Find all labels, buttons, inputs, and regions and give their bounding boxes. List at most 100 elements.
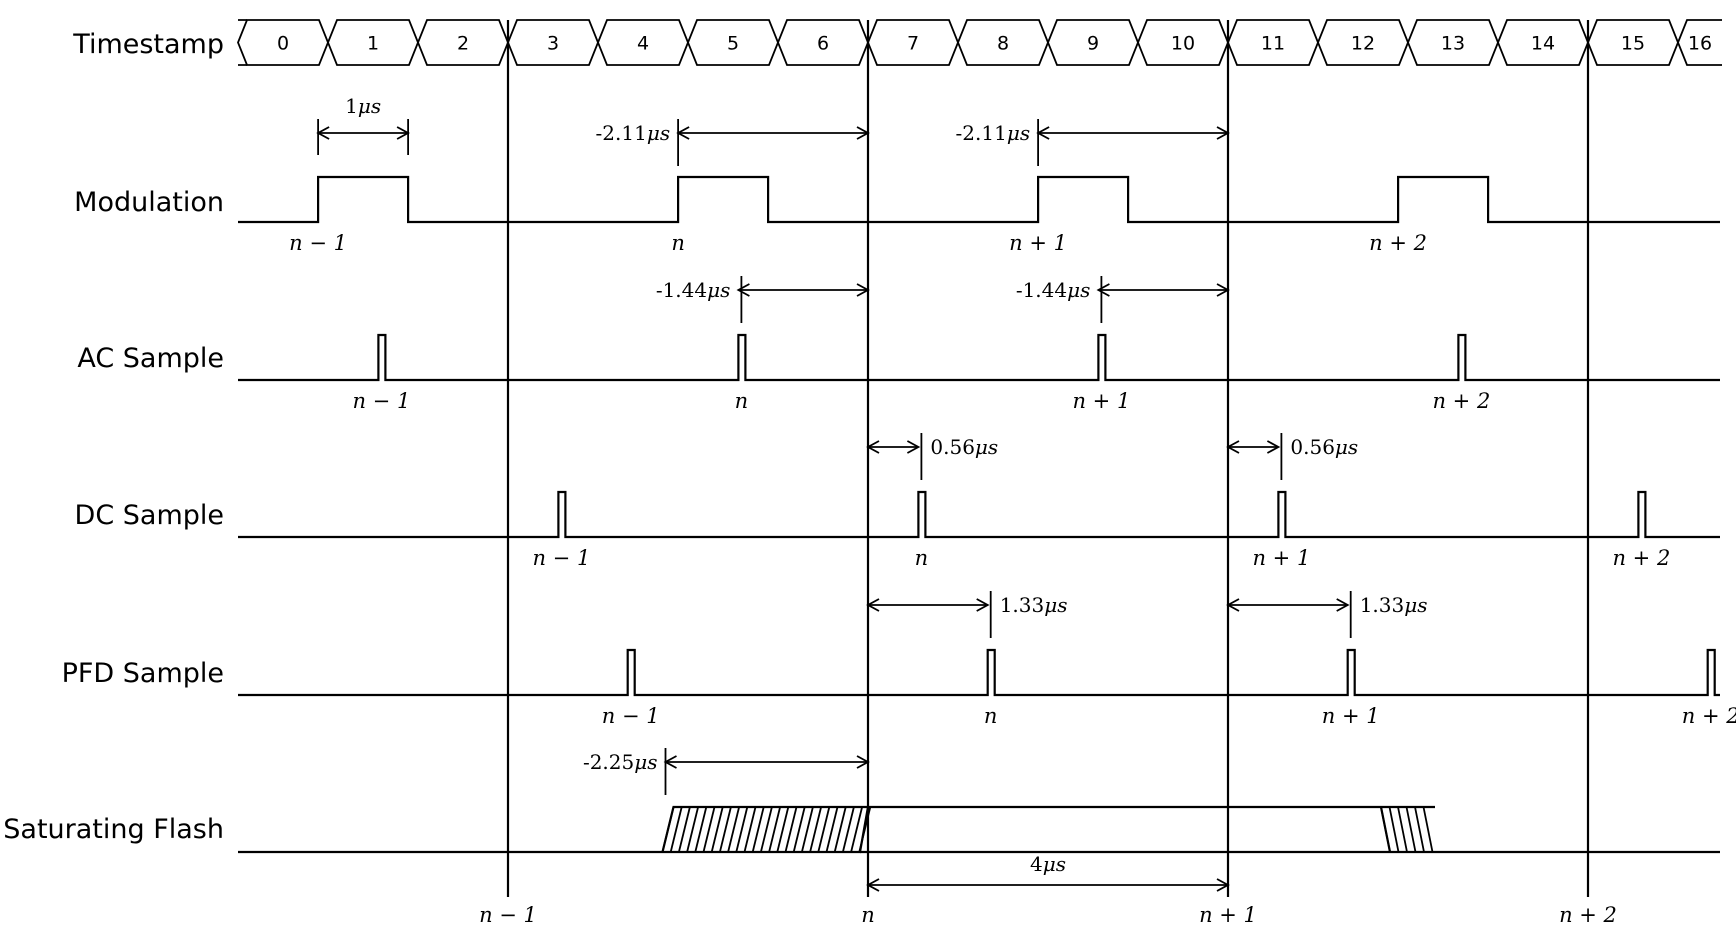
hatch-line xyxy=(678,806,691,853)
hatch-line xyxy=(833,806,847,853)
duration-annotation: -2.11μs xyxy=(956,119,1230,166)
timestamp-value: 2 xyxy=(457,33,469,55)
arrow-head xyxy=(1226,440,1240,454)
duration-annotation: -2.11μs xyxy=(596,119,870,166)
modulation-pulse-label: n + 1 xyxy=(1009,231,1067,255)
hatch-line xyxy=(694,806,708,853)
duration-label: -2.11μs xyxy=(956,121,1031,145)
arrow-head xyxy=(976,598,990,612)
duration-label: 0.56μs xyxy=(930,435,998,459)
pfd-sample-waveform xyxy=(238,648,1720,697)
timestamp-value: 9 xyxy=(1087,33,1099,55)
arrow-head xyxy=(736,283,750,297)
duration-label: -1.44μs xyxy=(1016,278,1091,302)
flash-hatch xyxy=(661,806,872,853)
hatch-line xyxy=(1397,806,1408,853)
timestamp-label: Timestamp xyxy=(72,29,224,60)
duration-annotation: 1.33μs xyxy=(1226,591,1428,638)
dc-sample-waveform xyxy=(238,490,1720,539)
duration-label: 1μs xyxy=(345,94,381,118)
hatch-line xyxy=(710,806,724,853)
duration-annotation: -1.44μs xyxy=(656,276,870,323)
timestamp-value: 14 xyxy=(1531,33,1555,55)
hatch-line xyxy=(858,806,872,853)
hatch-line xyxy=(801,806,814,853)
dc-sample-label: DC Sample xyxy=(75,500,224,531)
hatch-line xyxy=(825,806,839,853)
hatch-line xyxy=(768,806,781,853)
duration-annotation: 1.33μs xyxy=(866,591,1068,638)
frame-boundaries: n − 1 n n + 1 n + 2 xyxy=(479,20,1617,927)
duration-annotation: -2.25μs xyxy=(583,748,870,795)
arrow-head xyxy=(866,878,880,892)
frame-boundary-label: n + 1 xyxy=(1199,903,1257,927)
ac-pulse-label: n + 2 xyxy=(1432,389,1490,413)
timestamp-value: 1 xyxy=(367,33,379,55)
arrow-head xyxy=(856,283,870,297)
pfd-pulse-label: n + 1 xyxy=(1322,704,1380,728)
frame-boundary-label: n xyxy=(861,903,875,927)
hatch-line xyxy=(719,806,732,853)
timestamp-value: 8 xyxy=(997,33,1009,55)
duration-annotation: 0.56μs xyxy=(1226,433,1358,480)
dc-pulse-label: n + 2 xyxy=(1612,546,1670,570)
hatch-line xyxy=(792,806,806,853)
ac-pulse-label: n xyxy=(735,389,749,413)
dc-pulse-label: n − 1 xyxy=(532,546,590,570)
hatch-line xyxy=(743,806,757,853)
flash-edge xyxy=(1379,806,1392,853)
hatch-line xyxy=(1422,806,1434,853)
hatch-line xyxy=(727,806,740,853)
timestamp-value: 10 xyxy=(1171,33,1195,55)
hatch-line xyxy=(1388,806,1400,853)
arrow-head xyxy=(1216,126,1230,140)
arrow-head xyxy=(1216,878,1230,892)
duration-label: -2.25μs xyxy=(583,750,658,774)
ac-pulse-label: n − 1 xyxy=(352,389,410,413)
arrow-head xyxy=(1266,440,1281,454)
dc-pulse-label: n + 1 xyxy=(1252,546,1310,570)
timestamp-value: 11 xyxy=(1261,33,1285,55)
hatch-line xyxy=(702,806,716,853)
hatch-line xyxy=(760,806,773,853)
hatch-line xyxy=(686,806,699,853)
hatch-line xyxy=(751,806,765,853)
hatch-line xyxy=(1414,806,1425,853)
hatch-line xyxy=(661,806,675,853)
arrow-head xyxy=(1226,598,1240,612)
duration-annotation: 1μs xyxy=(316,94,410,155)
arrow-head xyxy=(866,440,880,454)
timestamp-value: 7 xyxy=(907,33,919,55)
timestamp-value: 16 xyxy=(1688,33,1712,55)
hatch-line xyxy=(842,806,855,853)
timestamp-value: 6 xyxy=(817,33,829,55)
pfd-pulse-label: n + 2 xyxy=(1682,704,1736,728)
duration-label: 1.33μs xyxy=(1000,593,1068,617)
pfd-sample-label: PFD Sample xyxy=(62,658,224,689)
arrow-head xyxy=(856,755,870,769)
frame-boundary-label: n + 2 xyxy=(1559,903,1617,927)
pfd-pulse-label: n − 1 xyxy=(602,704,660,728)
hatch-line xyxy=(669,806,683,853)
ac-pulse-label: n + 1 xyxy=(1072,389,1130,413)
duration-annotation: 0.56μs xyxy=(866,433,998,480)
pfd-pulse-label: n xyxy=(984,704,998,728)
signal-labels: Timestamp Modulation AC Sample DC Sample… xyxy=(3,29,224,845)
arrow-head xyxy=(1096,283,1110,297)
hatch-line xyxy=(735,806,749,853)
timestamp-bus-start xyxy=(238,19,247,66)
duration-label: 1.33μs xyxy=(1360,593,1428,617)
frame-boundary-label: n − 1 xyxy=(479,903,537,927)
modulation-pulse-label: n − 1 xyxy=(289,231,347,255)
timestamp-value: 4 xyxy=(637,33,649,55)
duration-label: 0.56μs xyxy=(1290,435,1358,459)
duration-label: -2.11μs xyxy=(596,121,671,145)
arrow-head xyxy=(856,126,870,140)
arrow-head xyxy=(906,440,921,454)
hatch-line xyxy=(817,806,831,853)
duration-label: -1.44μs xyxy=(656,278,731,302)
duration-annotation: -1.44μs xyxy=(1016,276,1230,323)
